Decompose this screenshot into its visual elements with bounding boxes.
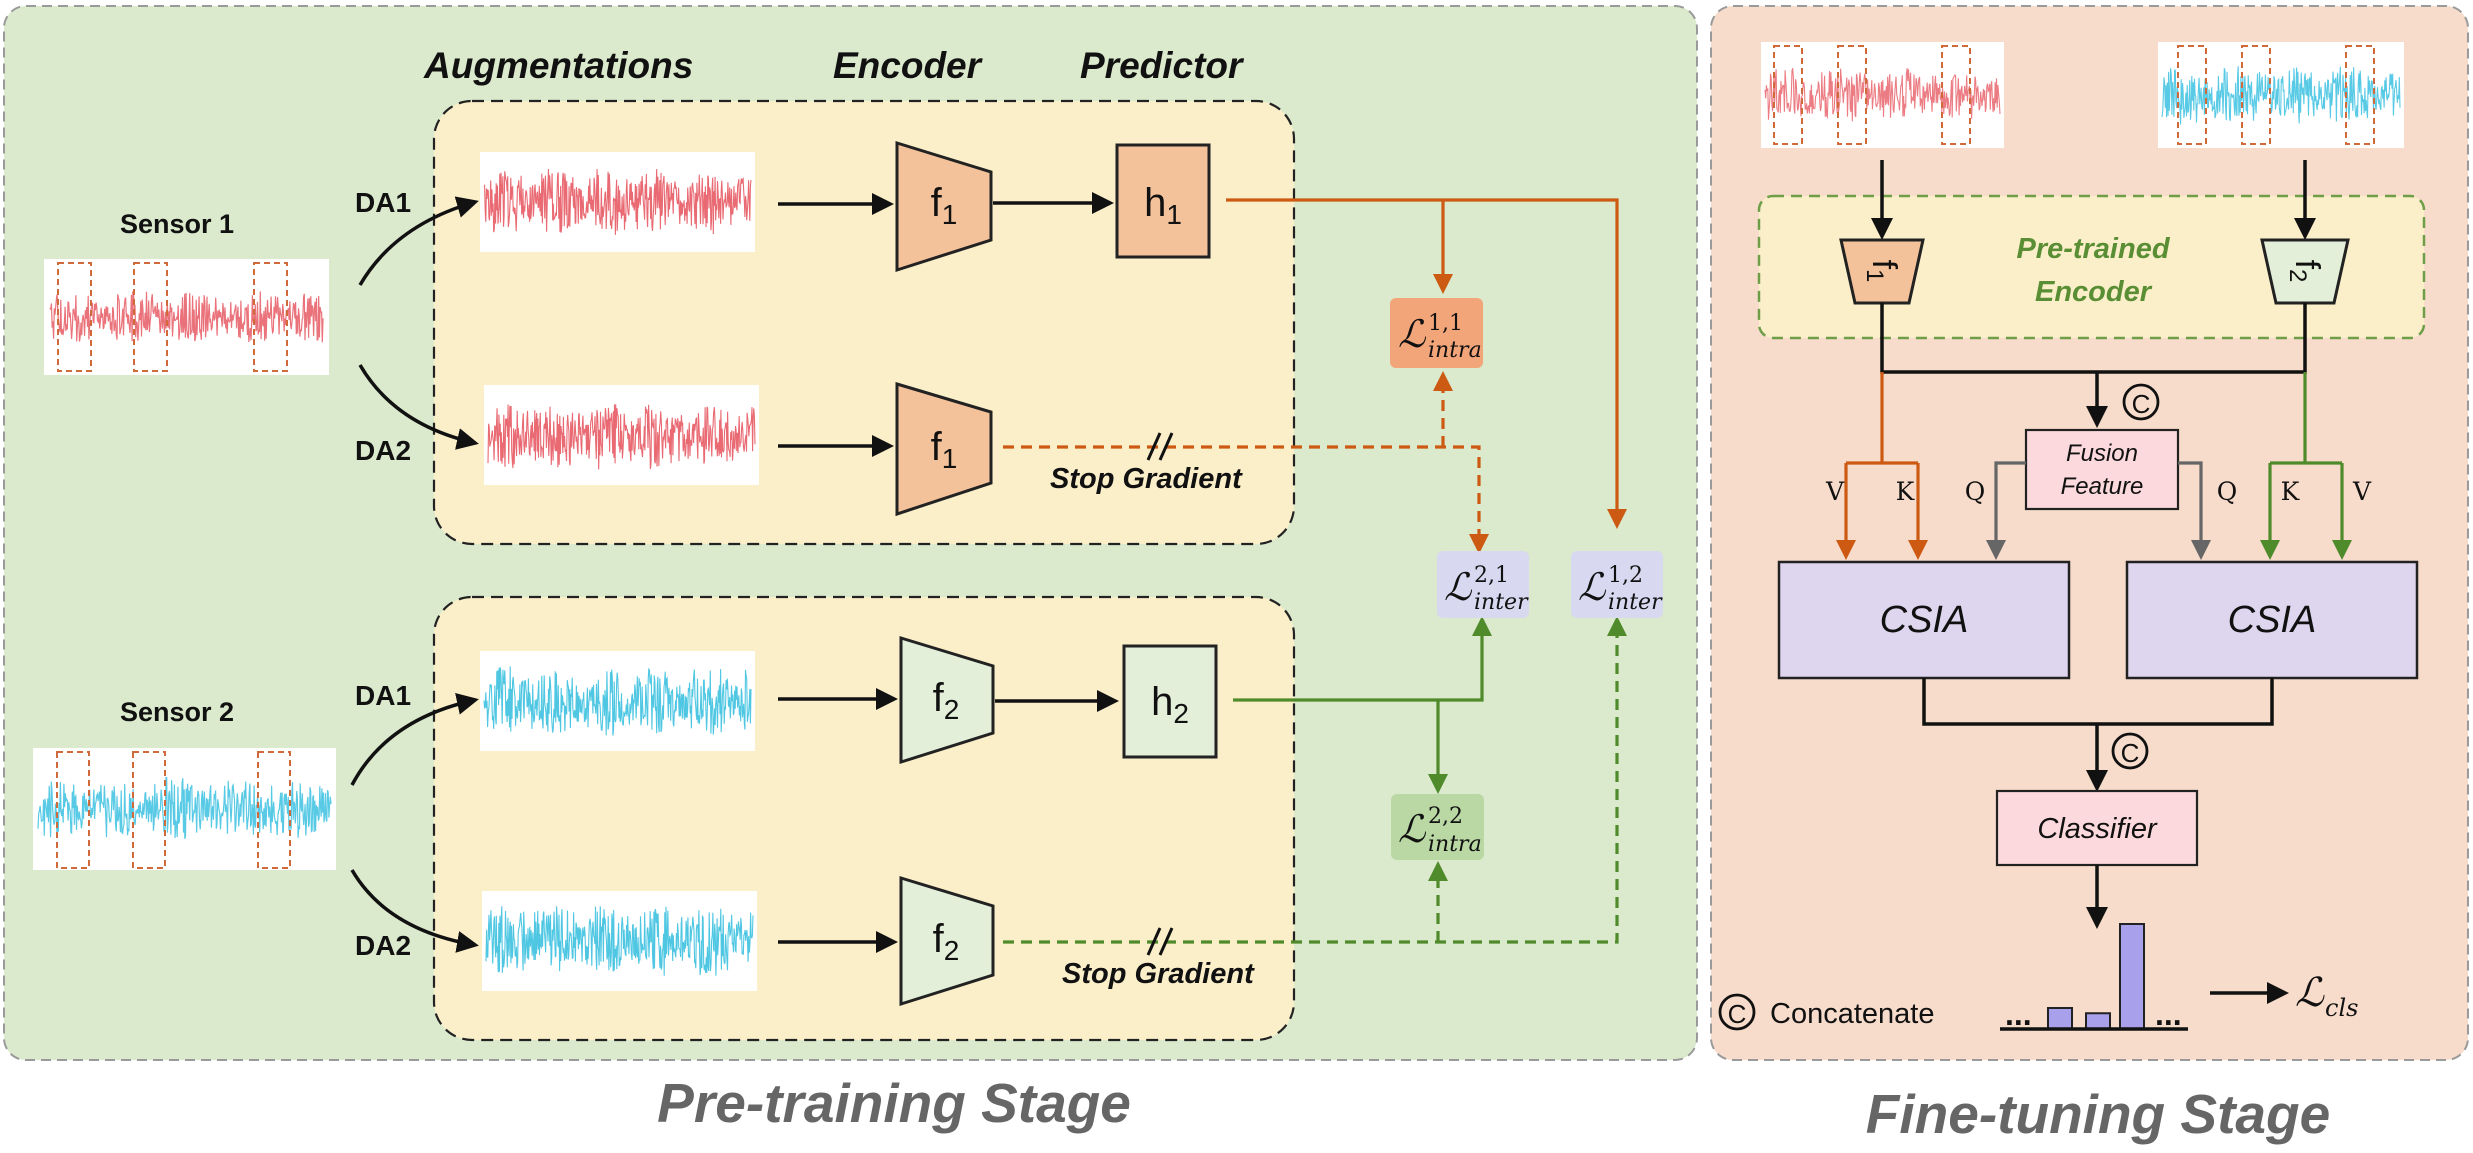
bars-ellipsis-left: ...: [2005, 996, 2032, 1032]
loss-inter-21: ℒ 2,1 inter: [1437, 551, 1529, 618]
sensor2-da2-signal: [482, 891, 757, 991]
svg-text:f2: f2: [2284, 260, 2326, 283]
finetune-sensor1-signal: [1761, 42, 2004, 148]
sensor1-da2-signal: [484, 385, 759, 485]
label-v-left: V: [1825, 477, 1845, 506]
svg-text:f1: f1: [1861, 260, 1903, 283]
svg-text:ℒ: ℒ: [1398, 312, 1427, 356]
svg-text:C: C: [2121, 738, 2140, 768]
f1-stopgrad-line: [1003, 445, 1489, 554]
h2-output-line: [1233, 616, 1492, 702]
svg-text:intra: intra: [1428, 338, 1482, 363]
finetuning-stage-title: Fine-tuning Stage: [1866, 1083, 2330, 1145]
pretrained-encoder-label-2: Encoder: [2035, 276, 2153, 308]
encoder-f2-bottom: f2: [899, 875, 995, 1007]
loss-inter-12: ℒ 1,2 inter: [1571, 551, 1663, 618]
f2-stopgrad-line: [1003, 616, 1627, 944]
svg-text:f1: f1: [931, 181, 958, 230]
label-q-left: Q: [1965, 477, 1986, 506]
h1-output-line: [1226, 198, 1627, 529]
csia-left: CSIA: [1777, 560, 2071, 680]
svg-text:ℒ: ℒ: [1578, 565, 1607, 609]
pretrained-encoder-label-1: Pre-trained: [2016, 233, 2170, 265]
svg-text:2,1: 2,1: [1474, 563, 1509, 588]
sensor1-da1-arrow: [358, 196, 479, 286]
stop-gradient-label-1: Stop Gradient: [1050, 463, 1243, 495]
predictor-h2: h2: [1122, 644, 1218, 759]
sensor2-da1-arrow: [350, 693, 479, 786]
svg-text:Feature: Feature: [2061, 473, 2144, 500]
svg-text:inter: inter: [1474, 590, 1529, 615]
da1-label-s1: DA1: [355, 187, 411, 218]
label-q-right: Q: [2217, 477, 2238, 506]
pretrained-encoder-box: [1757, 194, 2426, 340]
svg-text:inter: inter: [1608, 590, 1663, 615]
da1-label-s2: DA1: [355, 680, 411, 711]
finetune-encoder-f2: f2: [2260, 238, 2350, 305]
predictor-h1: h1: [1115, 143, 1211, 259]
encoder-f1-top: f1: [895, 140, 993, 273]
finetuning-panel: [1710, 5, 2469, 1061]
header-augmentations: Augmentations: [423, 45, 693, 86]
sensor1-da1-signal: [480, 152, 755, 252]
pretraining-stage-title: Pre-training Stage: [657, 1072, 1131, 1134]
svg-text:f2: f2: [933, 917, 960, 966]
loss-intra-11: ℒ 1,1 intra: [1390, 298, 1483, 368]
loss-cls: ℒ cls: [2295, 970, 2358, 1022]
svg-text:1,1: 1,1: [1428, 311, 1463, 336]
svg-text:2,2: 2,2: [1428, 804, 1463, 829]
sensor1-da2-arrow: [358, 364, 479, 450]
finetune-encoder-f1: f1: [1839, 238, 1925, 305]
header-predictor: Predictor: [1080, 45, 1245, 86]
sensor2-da2-arrow: [350, 869, 479, 953]
svg-text:f1: f1: [931, 425, 958, 474]
da2-label-s1: DA2: [355, 435, 411, 466]
bars-ellipsis-right: ...: [2155, 996, 2182, 1032]
sensor2-signal: [33, 748, 336, 870]
loss-intra-22: ℒ 2,2 intra: [1391, 794, 1484, 860]
encoder-f2-top: f2: [899, 635, 995, 765]
header-encoder: Encoder: [833, 45, 984, 86]
svg-text:ℒ: ℒ: [2295, 970, 2325, 1016]
output-bar: [2047, 1007, 2073, 1030]
svg-text:1,2: 1,2: [1608, 563, 1643, 588]
classifier-box: Classifier: [1995, 789, 2199, 867]
csia-right: CSIA: [2125, 560, 2419, 680]
svg-text:cls: cls: [2325, 994, 2358, 1022]
label-v-right: V: [2352, 477, 2372, 506]
fusion-feature-box: Fusion Feature: [2024, 428, 2180, 511]
svg-text:h1: h1: [1144, 181, 1182, 230]
svg-text:CSIA: CSIA: [1880, 599, 1969, 641]
encoder-f1-bottom: f1: [895, 381, 993, 517]
label-k-right: K: [2281, 477, 2301, 506]
svg-text:Fusion: Fusion: [2066, 440, 2138, 467]
concatenate-legend: C Concatenate: [1718, 993, 1934, 1031]
svg-text:C: C: [2132, 389, 2151, 419]
stop-gradient-label-2: Stop Gradient: [1062, 958, 1255, 990]
svg-text:intra: intra: [1428, 832, 1482, 857]
concat-symbol-2: C: [2111, 732, 2149, 770]
svg-text:ℒ: ℒ: [1398, 807, 1427, 851]
da2-label-s2: DA2: [355, 930, 411, 961]
sensor2-da1-signal: [480, 651, 755, 751]
svg-text:Classifier: Classifier: [2037, 813, 2158, 845]
sensor2-label: Sensor 2: [120, 697, 234, 727]
svg-text:f2: f2: [933, 676, 960, 725]
finetune-sensor2-signal: [2158, 42, 2404, 148]
output-bar: [2119, 923, 2145, 1030]
label-k-left: K: [1896, 477, 1916, 506]
classifier-output-bars: [2047, 923, 2145, 1030]
svg-text:h2: h2: [1151, 680, 1189, 729]
svg-text:C: C: [1728, 999, 1747, 1029]
svg-text:ℒ: ℒ: [1444, 565, 1473, 609]
svg-text:Concatenate: Concatenate: [1770, 998, 1934, 1030]
svg-text:CSIA: CSIA: [2228, 599, 2317, 641]
output-bar: [2085, 1012, 2111, 1030]
sensor1-signal: [44, 259, 329, 375]
sensor1-label: Sensor 1: [120, 209, 234, 239]
concat-symbol-1: C: [2122, 383, 2160, 421]
